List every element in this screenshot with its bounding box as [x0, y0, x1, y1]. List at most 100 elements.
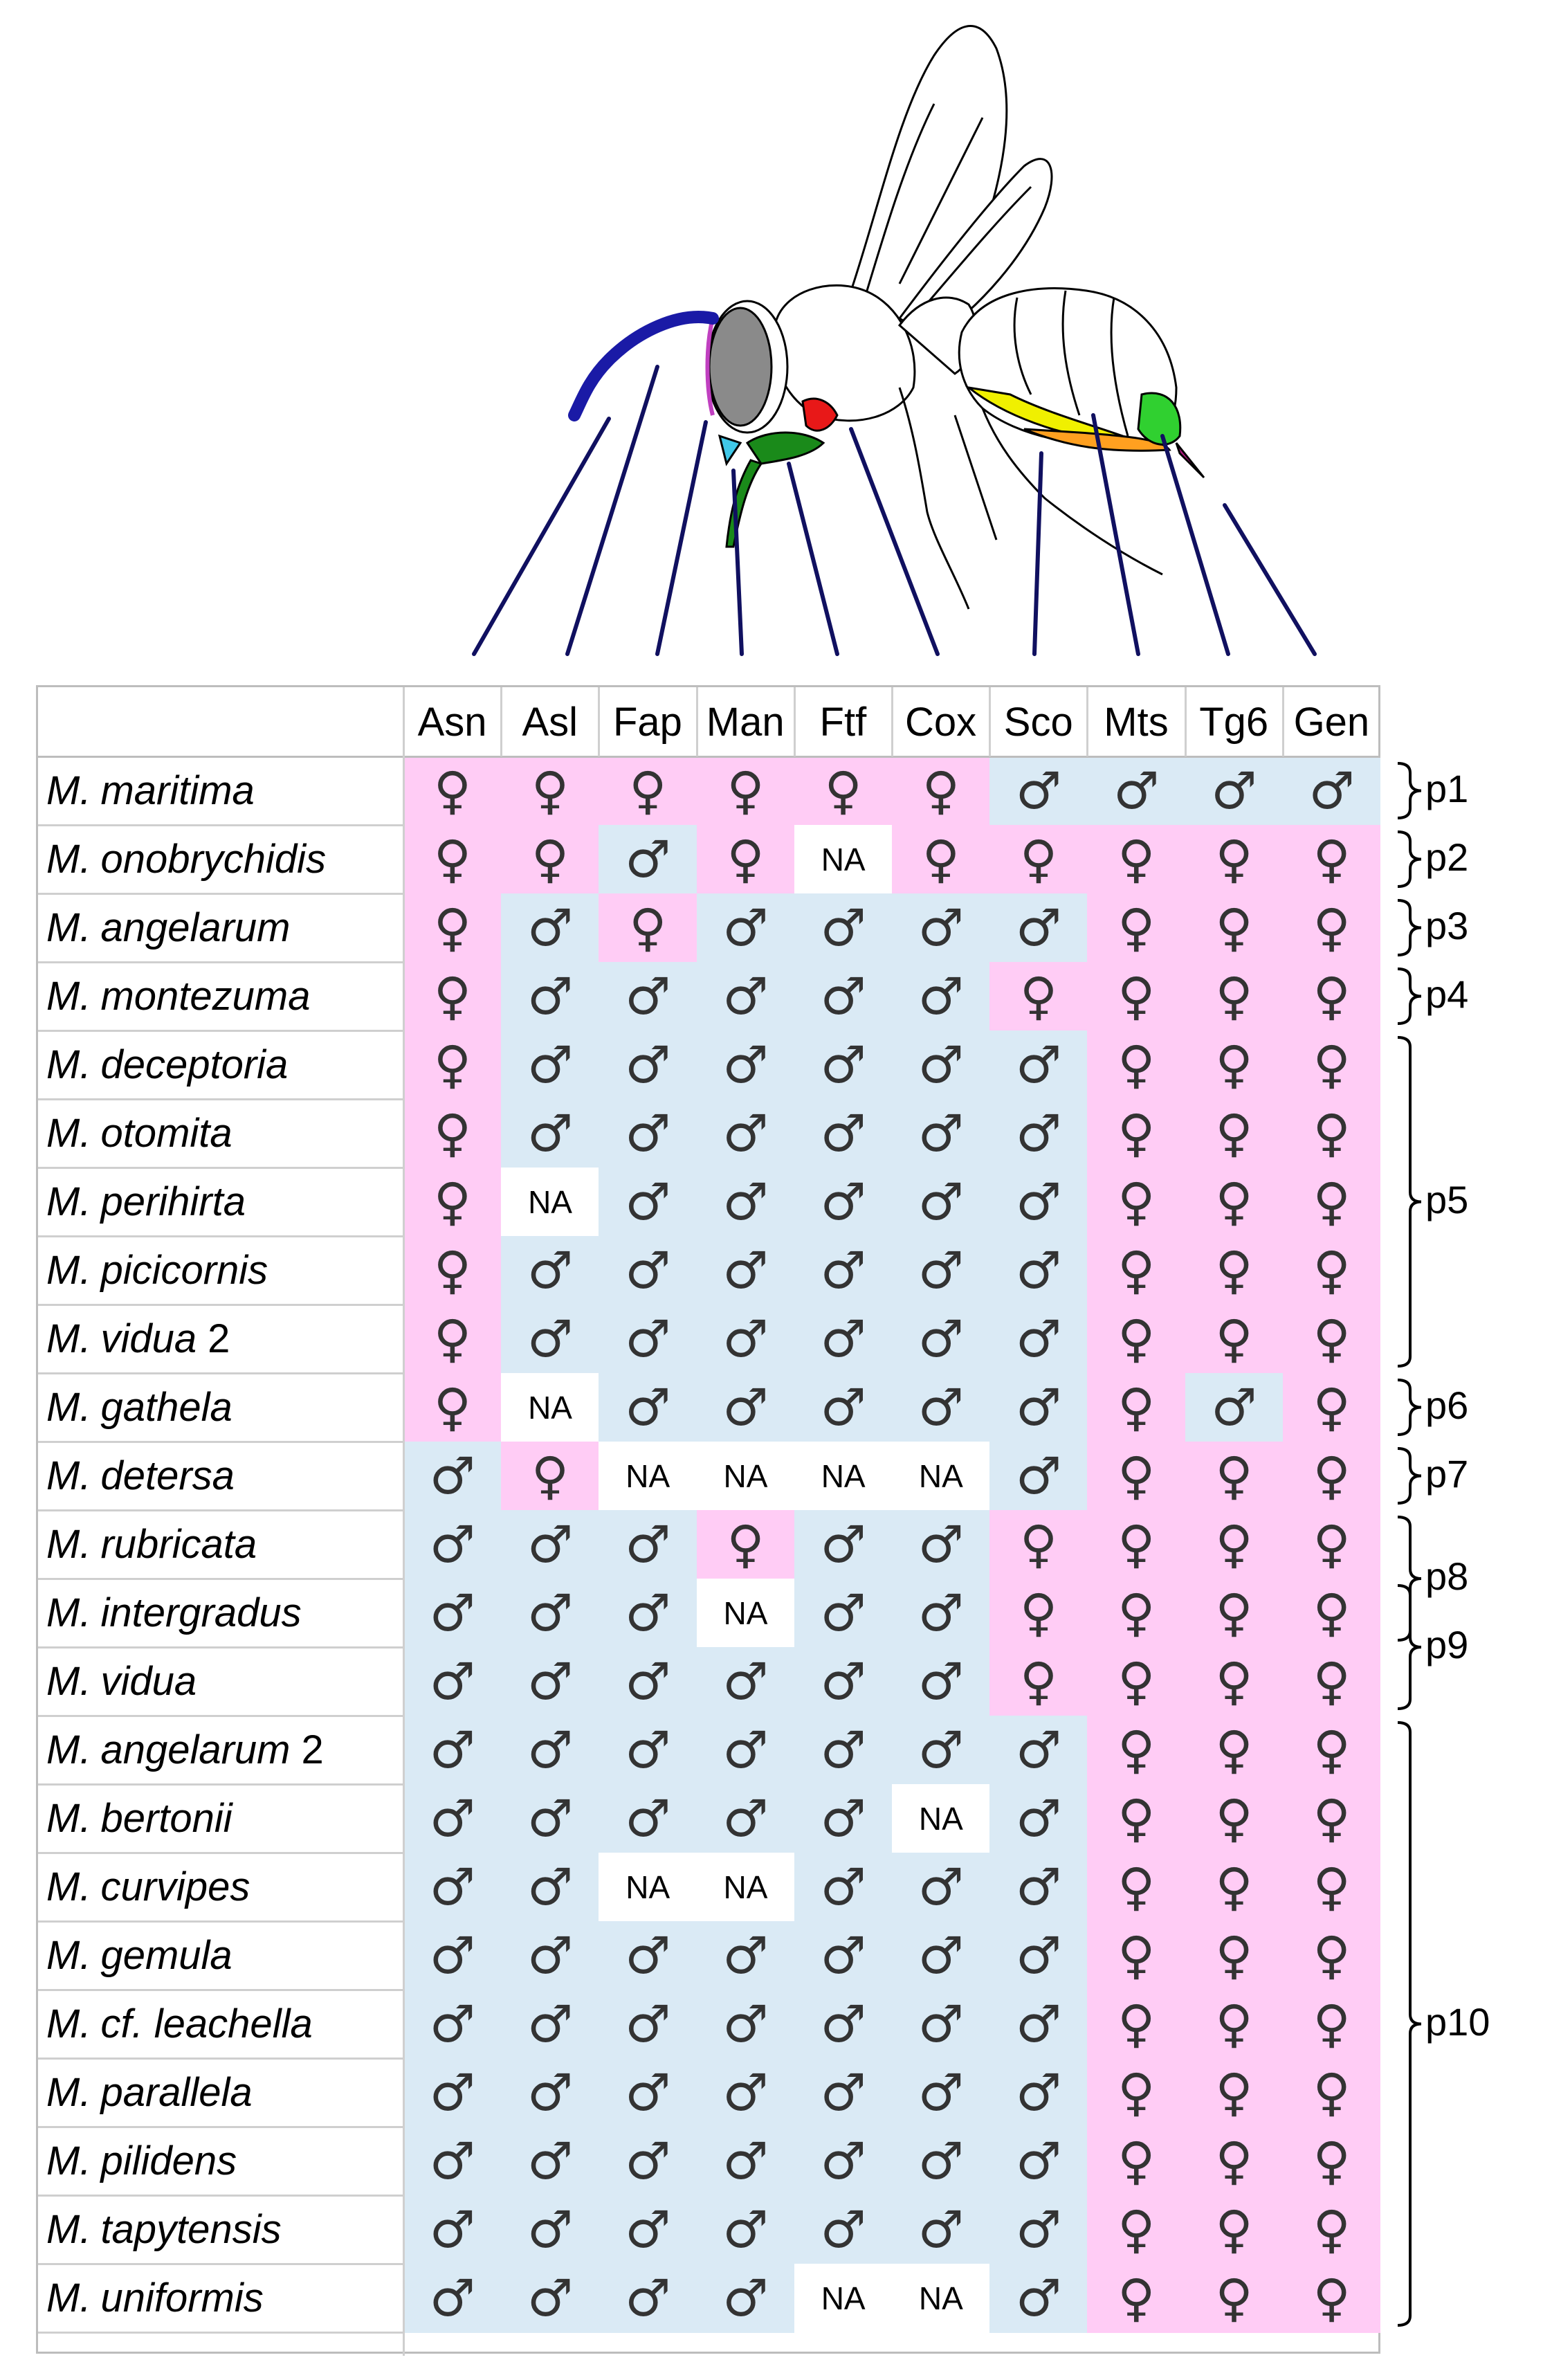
column-header-gen: Gen — [1293, 699, 1370, 745]
species-label: detersa — [100, 1453, 235, 1498]
female-symbol-cell: ♀ — [989, 962, 1088, 1031]
male-symbol-cell: ♂ — [989, 2264, 1088, 2333]
genus-label: M. — [46, 1933, 91, 1978]
row-divider — [38, 1920, 403, 1923]
male-symbol-cell: ♂ — [403, 2058, 502, 2127]
female-symbol-cell: ♀ — [599, 756, 697, 826]
genus-label: M. — [46, 1042, 91, 1087]
genus-label: M. — [46, 837, 91, 882]
genus-label: M. — [46, 1522, 91, 1567]
row-divider — [38, 1030, 403, 1032]
male-symbol-cell: ♂ — [696, 962, 795, 1031]
partition-bracket — [1397, 1584, 1422, 1710]
female-symbol-cell: ♀ — [696, 1510, 795, 1579]
male-symbol-cell: ♂ — [892, 1030, 990, 1100]
male-symbol-cell: ♂ — [892, 1305, 990, 1374]
na-cell: NA — [501, 1373, 599, 1442]
female-symbol-cell: ♀ — [1087, 1373, 1186, 1442]
column-divider — [500, 687, 503, 756]
partition-bracket — [1397, 899, 1422, 956]
species-name: M.picicornis — [38, 1236, 403, 1305]
female-symbol-cell: ♀ — [1185, 1099, 1284, 1168]
female-symbol-cell: ♀ — [1185, 2127, 1284, 2196]
column-divider — [891, 687, 893, 756]
row-divider — [38, 1098, 403, 1100]
species-label: uniformis — [100, 2275, 264, 2320]
species-name: M.maritima — [38, 756, 403, 825]
column-divider — [989, 687, 992, 756]
genus-label: M. — [46, 1248, 91, 1293]
partition-label: p4 — [1425, 972, 1469, 1016]
legs-illustration — [898, 387, 1163, 610]
female-symbol-cell: ♀ — [403, 1305, 502, 1374]
female-symbol-cell: ♀ — [1282, 1579, 1381, 1648]
female-symbol-cell: ♀ — [599, 893, 697, 963]
female-symbol-cell: ♀ — [1282, 962, 1381, 1031]
female-symbol-cell: ♀ — [1185, 2058, 1284, 2127]
male-symbol-cell: ♂ — [1282, 756, 1381, 826]
male-symbol-cell: ♂ — [892, 1921, 990, 1990]
female-symbol-cell: ♀ — [1087, 893, 1186, 963]
species-name: M.deceptoria — [38, 1030, 403, 1099]
male-symbol-cell: ♂ — [501, 2058, 599, 2127]
column-header-sco: Sco — [1003, 699, 1073, 745]
male-symbol-cell: ♂ — [501, 1647, 599, 1716]
male-symbol-cell: ♂ — [794, 1853, 893, 1922]
female-symbol-cell: ♀ — [403, 962, 502, 1031]
abdomen-illustration — [958, 287, 1205, 479]
species-label: intergradus — [100, 1590, 302, 1635]
female-symbol-cell: ♀ — [1282, 1647, 1381, 1716]
male-symbol-cell: ♂ — [403, 1784, 502, 1853]
female-symbol-cell: ♀ — [1185, 1510, 1284, 1579]
partition-bracket — [1397, 830, 1422, 888]
male-symbol-cell: ♂ — [696, 1305, 795, 1374]
male-symbol-cell: ♂ — [599, 2264, 697, 2333]
male-symbol-cell: ♂ — [501, 1853, 599, 1922]
row-divider — [38, 1167, 403, 1169]
male-symbol-cell: ♂ — [696, 1921, 795, 1990]
male-symbol-cell: ♂ — [696, 1168, 795, 1237]
female-symbol-cell: ♀ — [892, 756, 990, 826]
male-symbol-cell: ♂ — [892, 1647, 990, 1716]
female-symbol-cell: ♀ — [1282, 1168, 1381, 1237]
female-symbol-cell: ♀ — [1282, 1784, 1381, 1853]
row-divider — [38, 1235, 403, 1237]
column-divider — [1086, 687, 1089, 756]
row-divider — [38, 1372, 403, 1374]
male-symbol-cell: ♂ — [696, 2264, 795, 2333]
species-label: gemula — [100, 1933, 232, 1978]
species-label: perihirta — [100, 1179, 246, 1224]
male-symbol-cell: ♂ — [696, 1647, 795, 1716]
thorax-illustration — [772, 284, 977, 422]
male-symbol-cell: ♂ — [696, 1716, 795, 1785]
female-symbol-cell: ♀ — [696, 825, 795, 894]
wing-illustration — [850, 25, 1053, 340]
partition-bracket — [1397, 762, 1422, 819]
male-symbol-cell: ♂ — [599, 1305, 697, 1374]
male-symbol-cell: ♂ — [892, 1099, 990, 1168]
male-symbol-cell: ♂ — [501, 1579, 599, 1648]
male-symbol-cell: ♂ — [599, 1168, 697, 1237]
male-symbol-cell: ♂ — [501, 1030, 599, 1100]
male-symbol-cell: ♂ — [794, 1921, 893, 1990]
female-symbol-cell: ♀ — [1087, 1579, 1186, 1648]
male-symbol-cell: ♂ — [794, 2195, 893, 2264]
species-label: pilidens — [100, 2138, 237, 2183]
female-symbol-cell: ♀ — [1087, 962, 1186, 1031]
species-name: M.angelarum — [38, 893, 403, 962]
female-symbol-cell: ♀ — [1282, 893, 1381, 963]
species-name: M.pilidens — [38, 2127, 403, 2195]
male-symbol-cell: ♂ — [599, 825, 697, 894]
female-symbol-cell: ♀ — [403, 756, 502, 826]
male-symbol-cell: ♂ — [599, 1716, 697, 1785]
female-symbol-cell: ♀ — [1087, 1853, 1186, 1922]
species-name: M.bertonii — [38, 1784, 403, 1853]
species-name: M.gemula — [38, 1921, 403, 1990]
species-label: gathela — [100, 1385, 232, 1430]
na-cell: NA — [599, 1853, 697, 1922]
specimen-number: 2 — [208, 1316, 230, 1361]
female-symbol-cell: ♀ — [892, 825, 990, 894]
male-symbol-cell: ♂ — [989, 1099, 1088, 1168]
